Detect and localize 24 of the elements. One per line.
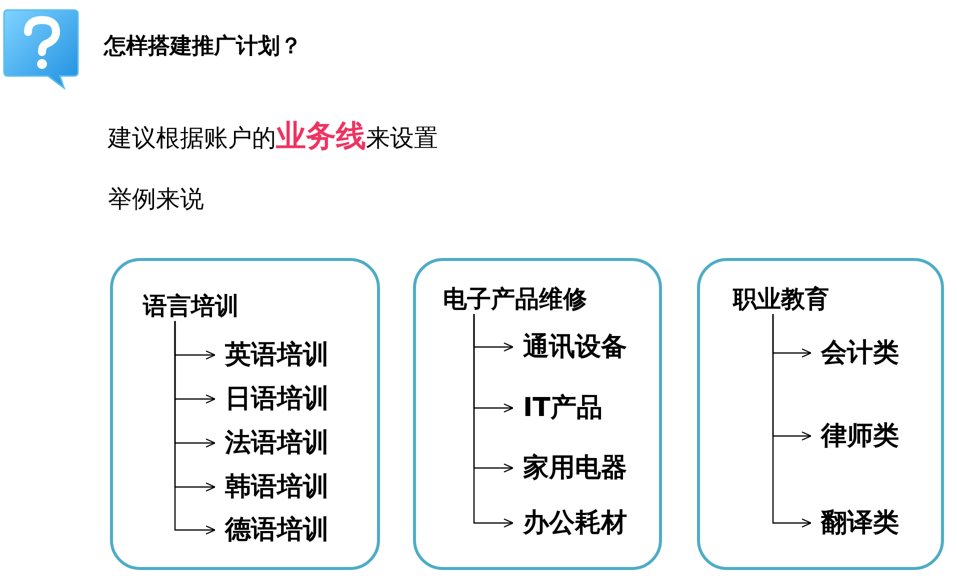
body-text: 举例来说 [108,184,204,215]
subcategory-label: 通讯设备 [513,331,627,363]
subcategory-label: 英语培训 [215,339,329,371]
tree-arrow [772,314,812,528]
subcategory-label: 日语培训 [215,383,329,415]
category-heading: 语言培训 [143,291,239,321]
body-text: 建议根据账户的业务线来设置 [108,120,438,155]
subcategory-label: 韩语培训 [215,471,329,503]
subcategory-label: 律师类 [811,420,899,452]
page-title: 怎样搭建推广计划？ [104,33,302,61]
tree-arrow [473,314,514,528]
subcategory-label: 翻译类 [811,507,899,539]
tree-arrow [174,321,216,535]
subcategory-label: 会计类 [811,337,899,369]
subcategory-label: 法语培训 [215,427,329,459]
rounded-panel [413,258,662,570]
category-heading: 职业教育 [733,284,829,314]
rounded-panel [110,258,380,570]
rounded-panel [697,258,944,570]
category-heading: 电子产品维修 [443,284,587,314]
subcategory-label: IT产品 [513,392,602,424]
subcategory-label: 家用电器 [513,452,627,484]
subcategory-label: 德语培训 [215,514,329,546]
subcategory-label: 办公耗材 [513,507,627,539]
